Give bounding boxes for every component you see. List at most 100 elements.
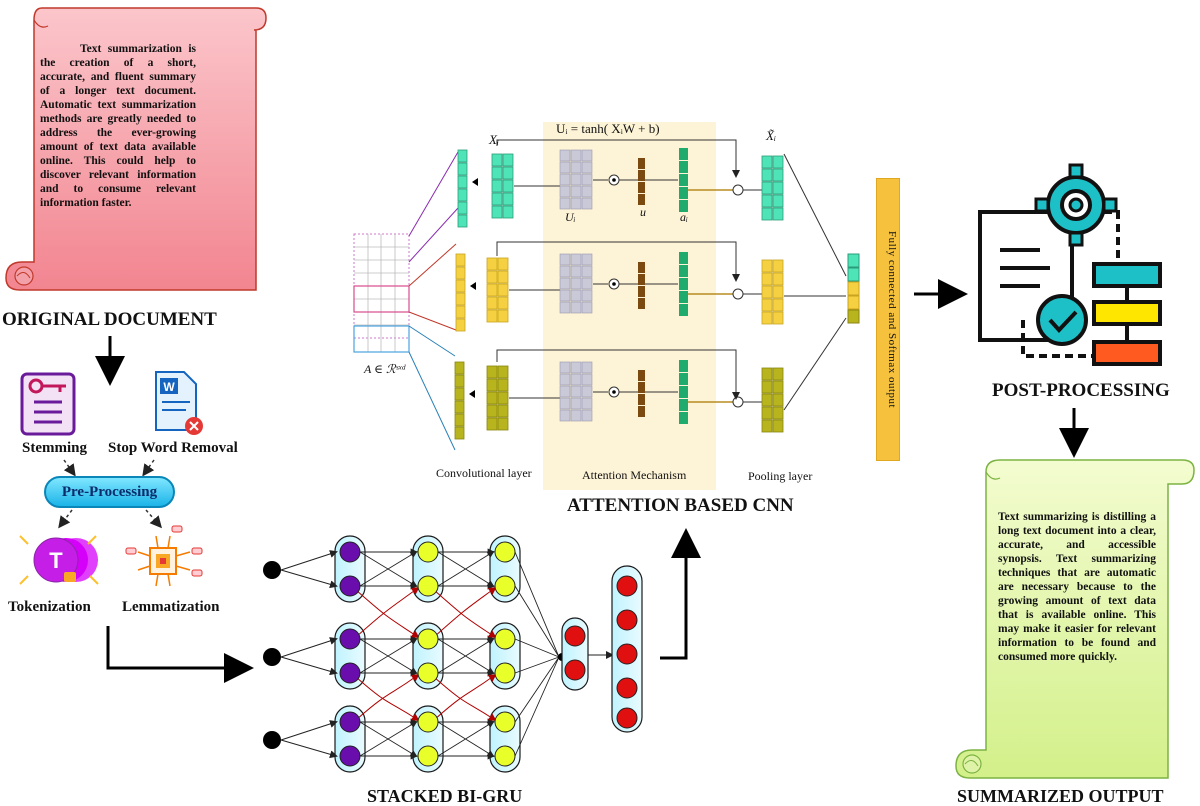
input-matrix	[353, 233, 410, 353]
gru-final-node	[616, 575, 638, 597]
summary-text: Text summarizing is distilling a long te…	[998, 511, 1156, 664]
feature-cell	[497, 391, 509, 405]
feature-cell	[486, 391, 498, 405]
conv-cell	[457, 149, 468, 163]
ui-cell	[570, 149, 582, 162]
feature-cell	[491, 192, 503, 206]
ui-cell	[559, 361, 571, 374]
pooled-cell	[761, 380, 773, 394]
ui-cell	[570, 253, 582, 266]
dot-icon	[612, 282, 616, 286]
gru-output-node	[564, 659, 586, 681]
ui-cell	[559, 253, 571, 266]
feature-cell	[497, 365, 509, 379]
pooled-cell	[761, 285, 773, 299]
gru-merge-edge	[514, 638, 560, 658]
gru-edge	[280, 569, 338, 589]
stop-word-removal-label: Stop Word Removal	[108, 440, 238, 456]
feature-cell	[486, 283, 498, 297]
feature-cell	[502, 205, 514, 219]
pooled-cell	[772, 311, 784, 325]
conv-arrow-icon	[470, 282, 476, 290]
ui-cell	[559, 373, 571, 386]
ui-cell	[581, 397, 593, 410]
gru-node	[339, 711, 361, 733]
u-cell	[638, 194, 645, 205]
ui-cell	[570, 197, 582, 210]
pooled-cell	[761, 419, 773, 433]
tokenization-label: Tokenization	[8, 599, 91, 615]
pooled-cell	[761, 181, 773, 195]
ai-cell	[679, 252, 688, 264]
conv-cell	[454, 426, 465, 440]
u-cell	[638, 406, 645, 417]
gru-merge-edge	[514, 551, 560, 658]
lemmatization-label: Lemmatization	[122, 599, 220, 615]
pooled-cell	[761, 311, 773, 325]
conv-cell	[455, 292, 466, 306]
ai-cell	[679, 161, 688, 173]
pooled-cell	[761, 259, 773, 273]
ui-cell	[559, 161, 571, 174]
gru-recurrent-edge	[433, 586, 497, 638]
gru-node	[417, 628, 439, 650]
original-document-text: Text summarization is the creation of a …	[40, 43, 196, 210]
summary-title: SUMMARIZED OUTPUT	[957, 786, 1164, 806]
multiply-icon	[732, 184, 744, 196]
gru-edge	[359, 551, 418, 587]
conv-arrow-icon	[472, 178, 478, 186]
ui-cell	[581, 373, 593, 386]
gru-input-node	[263, 561, 281, 579]
u-cell	[638, 298, 645, 309]
conv-layer-label: Convolutional layer	[436, 466, 532, 480]
gru-edge	[280, 739, 338, 759]
u-label: u	[640, 205, 646, 219]
cnn-row-2	[455, 252, 784, 332]
cnn-title: ATTENTION BASED CNN	[567, 495, 794, 516]
ui-cell	[570, 361, 582, 374]
arrow-pre-to-gru	[106, 626, 254, 683]
ui-cell	[570, 301, 582, 314]
ai-cell	[679, 291, 688, 303]
cnn-rows	[454, 148, 784, 440]
gru-node	[417, 541, 439, 563]
ui-cell	[570, 277, 582, 290]
xi-tilde-label: X̃ᵢ	[766, 128, 776, 143]
pooled-cell	[772, 155, 784, 169]
original-document-title: ORIGINAL DOCUMENT	[2, 309, 217, 330]
ai-cell	[679, 399, 688, 411]
ui-cell	[581, 197, 593, 210]
post-processing-title: POST-PROCESSING	[992, 380, 1170, 401]
dot-icon	[612, 178, 616, 182]
pooled-cell	[772, 285, 784, 299]
gru-final-node	[616, 677, 638, 699]
pooled-cell	[772, 194, 784, 208]
feature-cell	[486, 270, 498, 284]
pooled-cell	[772, 181, 784, 195]
pooled-cell	[761, 406, 773, 420]
pooled-cell	[761, 194, 773, 208]
feature-cell	[497, 270, 509, 284]
feature-cell	[502, 192, 514, 206]
conv-cell	[454, 400, 465, 414]
pooled-cell	[772, 272, 784, 286]
gru-node	[339, 575, 361, 597]
attention-label: Attention Mechanism	[582, 468, 687, 482]
ui-cell	[559, 265, 571, 278]
u-cell	[638, 394, 645, 405]
gru-node	[417, 745, 439, 767]
conv-cell	[457, 188, 468, 202]
ui-cell	[570, 397, 582, 410]
ui-cell	[581, 361, 593, 374]
gru-final-node	[616, 609, 638, 631]
feature-cell	[497, 283, 509, 297]
gru-edge	[280, 637, 338, 658]
ui-cell	[559, 289, 571, 302]
conv-arrow-icon	[469, 390, 475, 398]
pooled-cell	[772, 406, 784, 420]
ui-cell	[581, 161, 593, 174]
feature-cell	[486, 365, 498, 379]
gru-edge	[437, 721, 495, 757]
ai-cell	[679, 373, 688, 385]
